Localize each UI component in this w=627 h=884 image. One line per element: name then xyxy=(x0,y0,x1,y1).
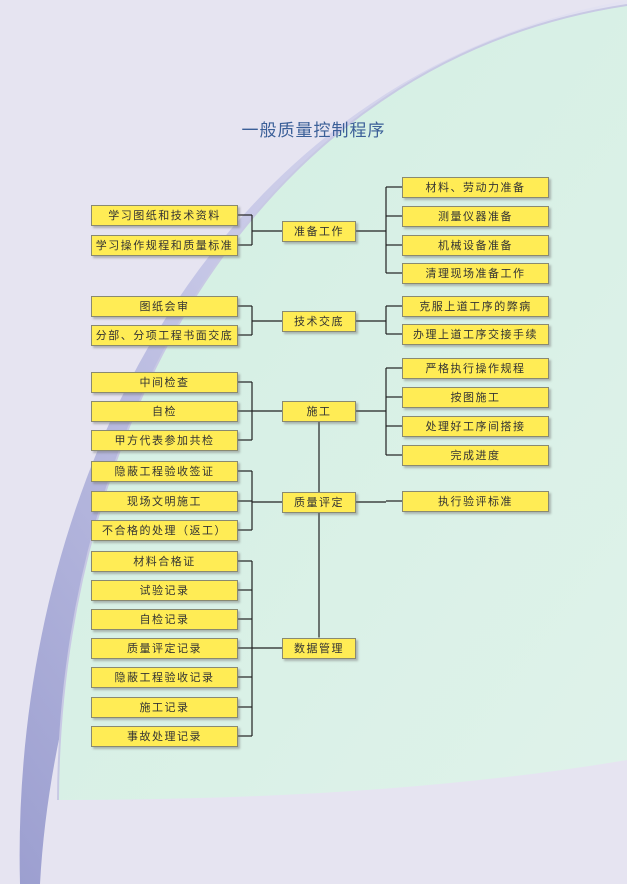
output-box: 清理现场准备工作 xyxy=(402,262,549,284)
input-box: 隐蔽工程验收记录 xyxy=(91,666,238,688)
output-box: 材料、劳动力准备 xyxy=(402,176,549,198)
output-box: 处理好工序间搭接 xyxy=(402,415,549,437)
stage-box: 数据管理 xyxy=(282,637,356,659)
input-box: 中间检查 xyxy=(91,371,238,393)
input-box: 学习图纸和技术资料 xyxy=(91,204,238,226)
output-box: 执行验评标准 xyxy=(402,490,549,512)
output-box: 完成进度 xyxy=(402,444,549,466)
input-box: 不合格的处理（返工） xyxy=(91,519,238,541)
input-box: 甲方代表参加共检 xyxy=(91,429,238,451)
input-box: 试验记录 xyxy=(91,579,238,601)
input-box: 材料合格证 xyxy=(91,550,238,572)
output-box: 克服上道工序的弊病 xyxy=(402,295,549,317)
output-box: 办理上道工序交接手续 xyxy=(402,323,549,345)
stage-box: 质量评定 xyxy=(282,491,356,513)
stage-box: 技术交底 xyxy=(282,310,356,332)
input-box: 自检 xyxy=(91,400,238,422)
output-box: 严格执行操作规程 xyxy=(402,357,549,379)
input-box: 学习操作规程和质量标准 xyxy=(91,234,238,256)
page-title: 一般质量控制程序 xyxy=(241,121,386,141)
input-box: 图纸会审 xyxy=(91,295,238,317)
input-box: 质量评定记录 xyxy=(91,637,238,659)
input-box: 施工记录 xyxy=(91,696,238,718)
output-box: 机械设备准备 xyxy=(402,234,549,256)
output-box: 按图施工 xyxy=(402,386,549,408)
input-box: 现场文明施工 xyxy=(91,490,238,512)
stage-box: 准备工作 xyxy=(282,220,356,242)
input-box: 分部、分项工程书面交底 xyxy=(91,324,238,346)
input-box: 自检记录 xyxy=(91,608,238,630)
input-box: 事故处理记录 xyxy=(91,725,238,747)
input-box: 隐蔽工程验收签证 xyxy=(91,460,238,482)
stage-box: 施工 xyxy=(282,400,356,422)
output-box: 测量仪器准备 xyxy=(402,205,549,227)
